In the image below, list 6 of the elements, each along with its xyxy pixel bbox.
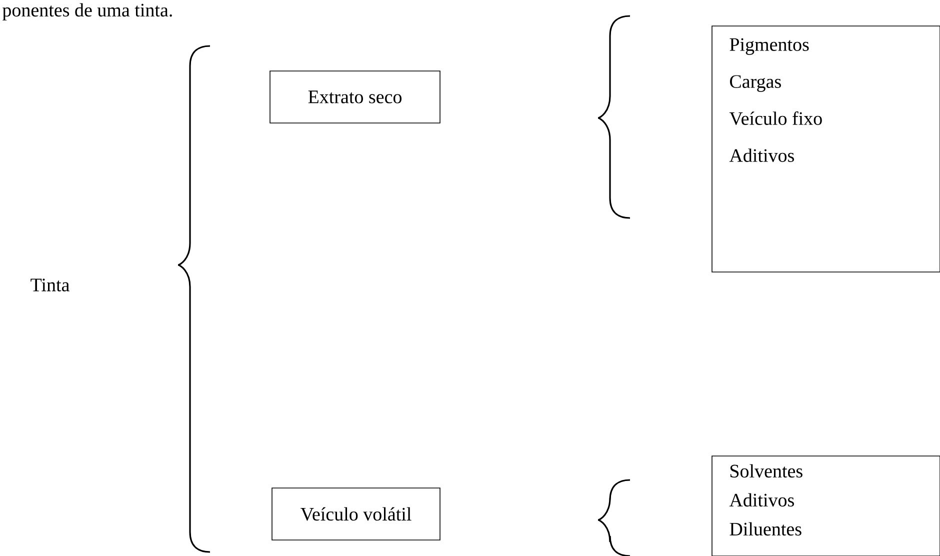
text-box: Veículo volátil — [272, 488, 440, 540]
list-box: Pigmentos Cargas Veículo fixo Aditivos — [712, 26, 940, 272]
list-box: Solventes Aditivos Diluentes — [712, 456, 940, 556]
title: ponentes de uma tinta. — [2, 3, 172, 20]
node-label: Tinta — [30, 278, 70, 292]
text-box: Extrato seco — [270, 70, 440, 124]
